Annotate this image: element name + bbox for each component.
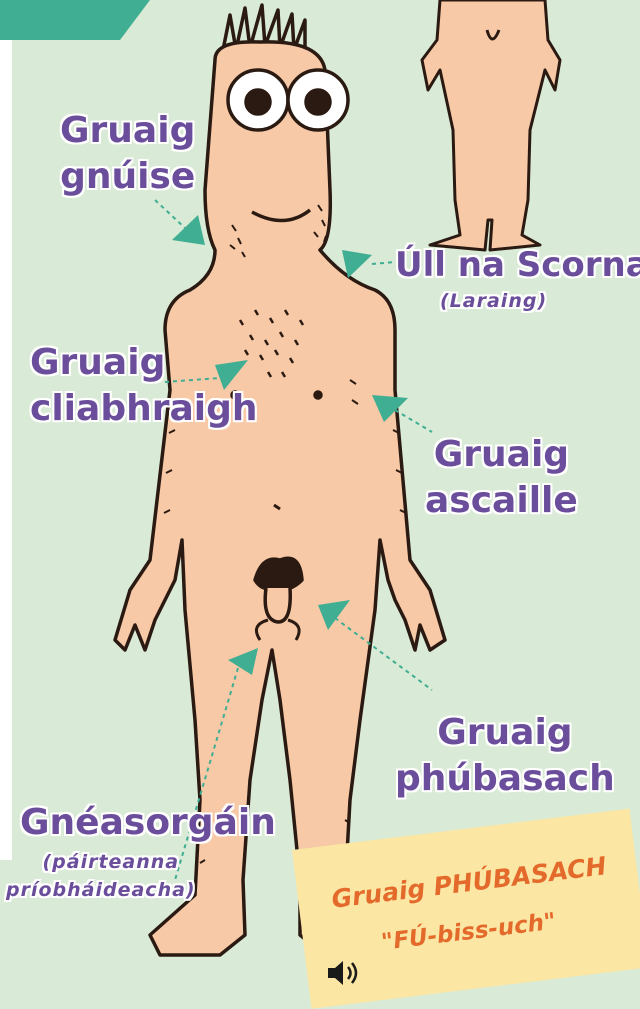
corner-banner <box>0 0 150 40</box>
arrow-facial-hair <box>172 215 205 245</box>
genitals-label: Gnéasorgáin <box>20 800 276 846</box>
underarm-hair-label: Gruaig ascaille <box>425 432 578 524</box>
underarm-hair-label-line2: ascaille <box>425 478 578 524</box>
underarm-hair-label-line1: Gruaig <box>425 432 578 478</box>
pubic-hair-label: Gruaig phúbasach <box>395 710 615 802</box>
speaker-icon[interactable] <box>326 958 364 988</box>
facial-hair-label: Gruaig gnúise <box>60 108 195 200</box>
facial-hair-label-line2: gnúise <box>60 154 195 200</box>
genitals-sublabel-line2: príobháideacha) <box>6 876 196 904</box>
chest-hair-label-line1: Gruaig <box>30 340 258 386</box>
pubic-hair <box>255 558 302 589</box>
chest-hair-label-line2: cliabhraigh <box>30 386 258 432</box>
pubic-hair-label-line1: Gruaig <box>395 710 615 756</box>
adams-apple-label: Úll na Scornaí <box>395 242 640 288</box>
genitals-sublabel-line1: (páirteanna <box>6 848 196 876</box>
chest-hair-label: Gruaig cliabhraigh <box>30 340 258 432</box>
facial-hair-label-line1: Gruaig <box>60 108 195 154</box>
genitals-shape <box>265 588 290 622</box>
back-view-figure <box>422 0 560 250</box>
left-border <box>0 40 12 860</box>
genitals-sublabel: (páirteanna príobháideacha) <box>6 848 196 904</box>
adams-apple-sublabel: (Laraing) <box>440 290 547 312</box>
pubic-hair-label-line2: phúbasach <box>395 756 615 802</box>
